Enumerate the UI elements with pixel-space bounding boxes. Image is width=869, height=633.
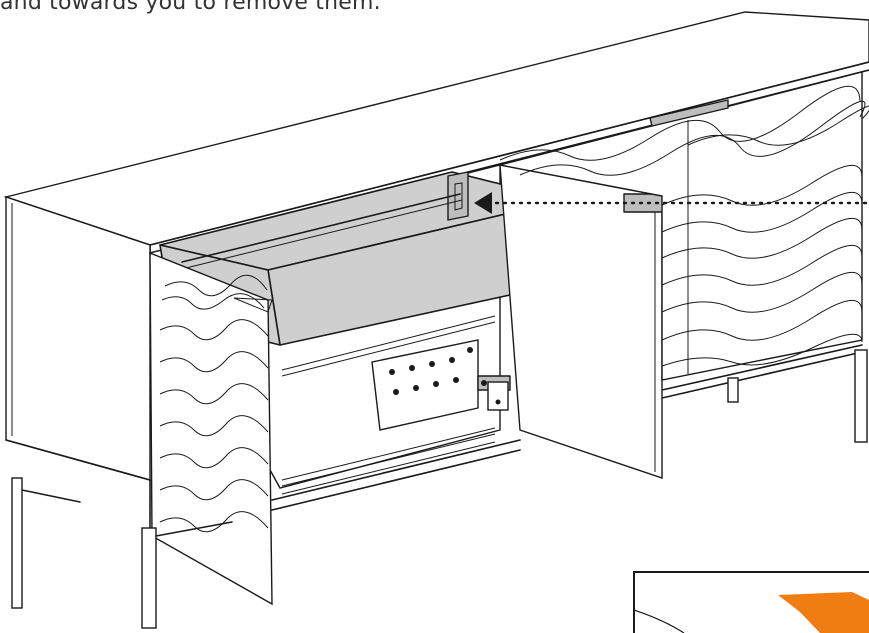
center-door: [499, 164, 665, 479]
instruction-text: and towards you to remove them.: [0, 0, 381, 15]
left-door: [149, 251, 273, 606]
cabinet-left-side: [5, 196, 151, 481]
orange-arrow-icon: [778, 592, 869, 633]
leg-front-right: [854, 349, 868, 443]
door-handle: [649, 99, 729, 127]
cabinet-base: [5, 344, 863, 531]
leg-front-left: [11, 477, 23, 609]
cabinet-legs: [11, 349, 868, 629]
leg-back: [727, 377, 739, 403]
door-hinge: [477, 375, 511, 411]
detail-inset: [633, 571, 869, 633]
leg-front-center: [141, 527, 157, 629]
arrow-left-icon: [474, 192, 492, 214]
hinge-plate: [371, 339, 479, 431]
direction-indicator: [474, 192, 869, 214]
right-doors: [499, 71, 869, 381]
